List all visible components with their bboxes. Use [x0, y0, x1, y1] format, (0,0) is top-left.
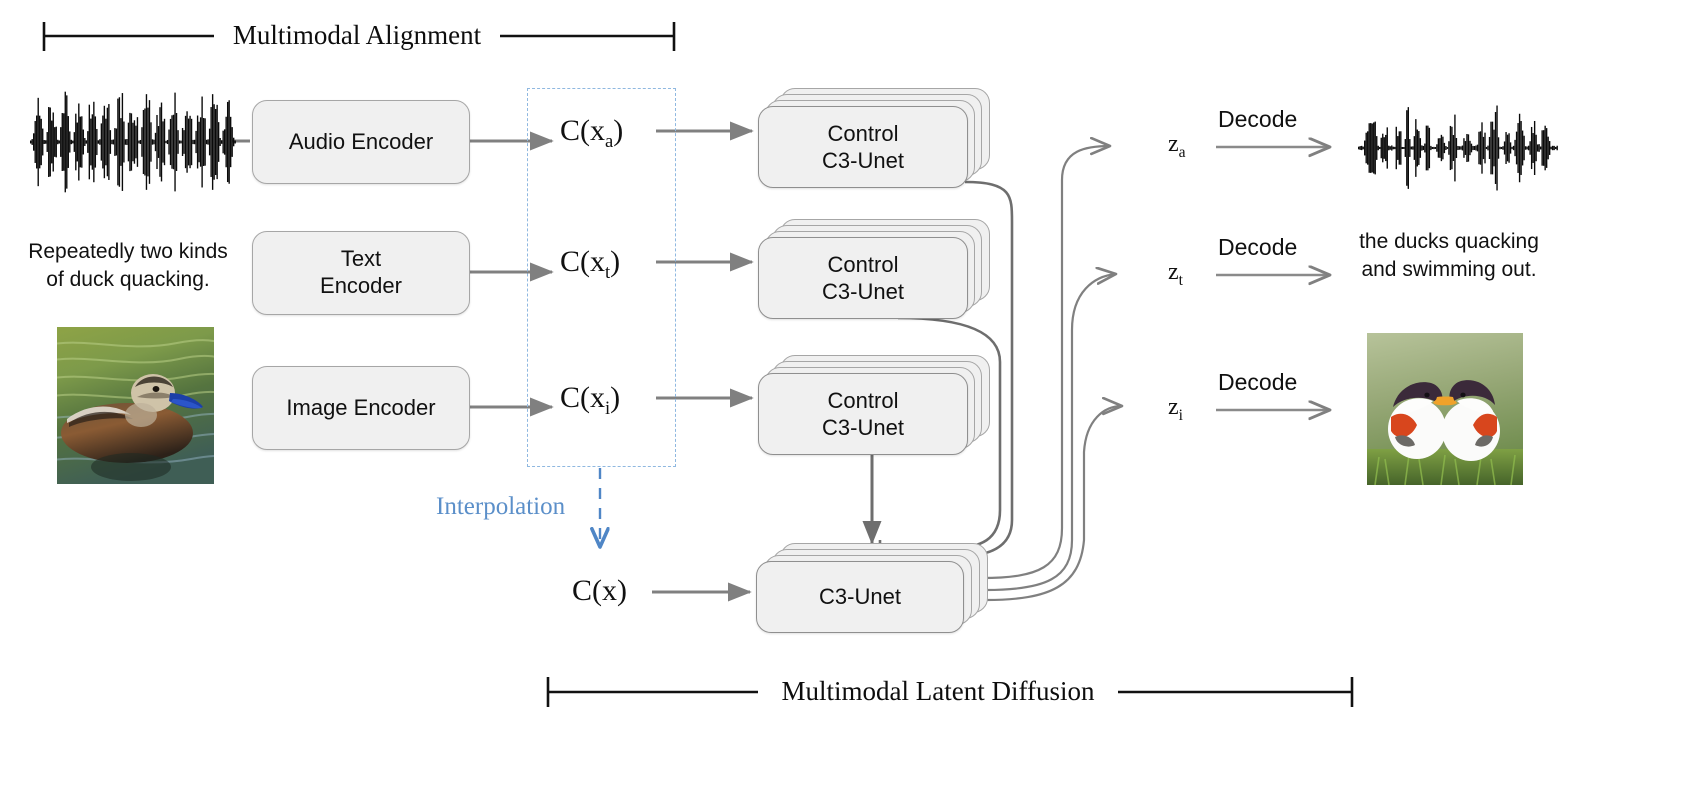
- latent-image-close: ): [610, 381, 621, 414]
- bottom-bracket-label: Multimodal Latent Diffusion: [781, 676, 1095, 706]
- control-unet-image-line1: Control: [827, 387, 899, 413]
- zt-sub: t: [1178, 271, 1183, 289]
- latent-fused-base: C(x: [572, 574, 617, 607]
- main-c3-unet[interactable]: C3-Unet: [756, 543, 990, 635]
- za-base: z: [1168, 131, 1179, 157]
- latent-audio-label: C(xa): [560, 114, 623, 153]
- latent-text-base: C(x: [560, 245, 605, 278]
- main-c3-unet-front: C3-Unet: [756, 561, 964, 633]
- latent-text-label: C(xt): [560, 245, 620, 284]
- top-bracket: [42, 22, 676, 51]
- output-duck-pair-photo: [1367, 333, 1523, 485]
- input-audio-waveform: [30, 86, 236, 198]
- latent-output-zt: zt: [1168, 259, 1183, 290]
- decode-label-text: Decode: [1218, 234, 1298, 260]
- decode-label-audio: Decode: [1218, 106, 1298, 132]
- decode-label-image: Decode: [1218, 369, 1298, 395]
- control-unet-image[interactable]: Control C3-Unet: [758, 355, 990, 459]
- control-unet-audio-line2: C3-Unet: [822, 148, 904, 173]
- control-unet-audio[interactable]: Control C3-Unet: [758, 88, 990, 192]
- arrow-main-unet-to-zi: [985, 406, 1122, 602]
- latent-image-base: C(x: [560, 381, 605, 414]
- arrow-main-unet-to-za: [981, 146, 1110, 580]
- main-c3-unet-label: C3-Unet: [819, 584, 901, 610]
- control-unet-text[interactable]: Control C3-Unet: [758, 219, 990, 323]
- za-sub: a: [1178, 143, 1186, 161]
- alignment-dashed-region: [527, 88, 676, 467]
- encoder-audio-label: Audio Encoder: [288, 128, 434, 154]
- encoder-audio[interactable]: Audio Encoder: [252, 100, 470, 184]
- input-duck-photo: [57, 327, 214, 484]
- zi-base: z: [1168, 394, 1179, 420]
- latent-output-za: za: [1168, 131, 1186, 162]
- output-text-result: the ducks quacking and swimming out.: [1359, 230, 1539, 281]
- zi-sub: i: [1178, 406, 1183, 424]
- interpolation-label: Interpolation: [436, 493, 566, 520]
- latent-text-sub: t: [605, 262, 611, 283]
- control-unet-audio-line1: Control: [827, 120, 899, 146]
- zt-base: z: [1168, 259, 1179, 285]
- encoder-image-label: Image Encoder: [286, 394, 436, 420]
- bottom-bracket: [546, 677, 1354, 707]
- latent-audio-sub: a: [605, 131, 614, 152]
- latent-image-label: C(xi): [560, 381, 620, 420]
- control-unet-text-line1: Control: [827, 251, 899, 277]
- arrow-main-unet-to-zt: [985, 274, 1116, 592]
- control-unet-text-line2: C3-Unet: [822, 279, 904, 304]
- latent-image-sub: i: [605, 398, 611, 419]
- latent-fused-close: ): [617, 574, 627, 607]
- control-unet-image-line2: C3-Unet: [822, 415, 904, 440]
- top-bracket-label: Multimodal Alignment: [232, 20, 482, 50]
- control-unet-text-front: Control C3-Unet: [758, 237, 968, 319]
- latent-audio-base: C(x: [560, 114, 605, 147]
- output-audio-waveform: [1358, 94, 1558, 202]
- latent-fused-label: C(x): [572, 574, 627, 608]
- encoder-text-label: Text Encoder: [320, 246, 402, 298]
- input-text-prompt: Repeatedly two kinds of duck quacking.: [28, 240, 228, 291]
- encoder-text[interactable]: Text Encoder: [252, 231, 470, 315]
- latent-audio-close: ): [613, 114, 624, 147]
- control-unet-image-front: Control C3-Unet: [758, 373, 968, 455]
- encoder-image[interactable]: Image Encoder: [252, 366, 470, 450]
- latent-output-zi: zi: [1168, 394, 1183, 425]
- control-unet-audio-front: Control C3-Unet: [758, 106, 968, 188]
- latent-text-close: ): [610, 245, 621, 278]
